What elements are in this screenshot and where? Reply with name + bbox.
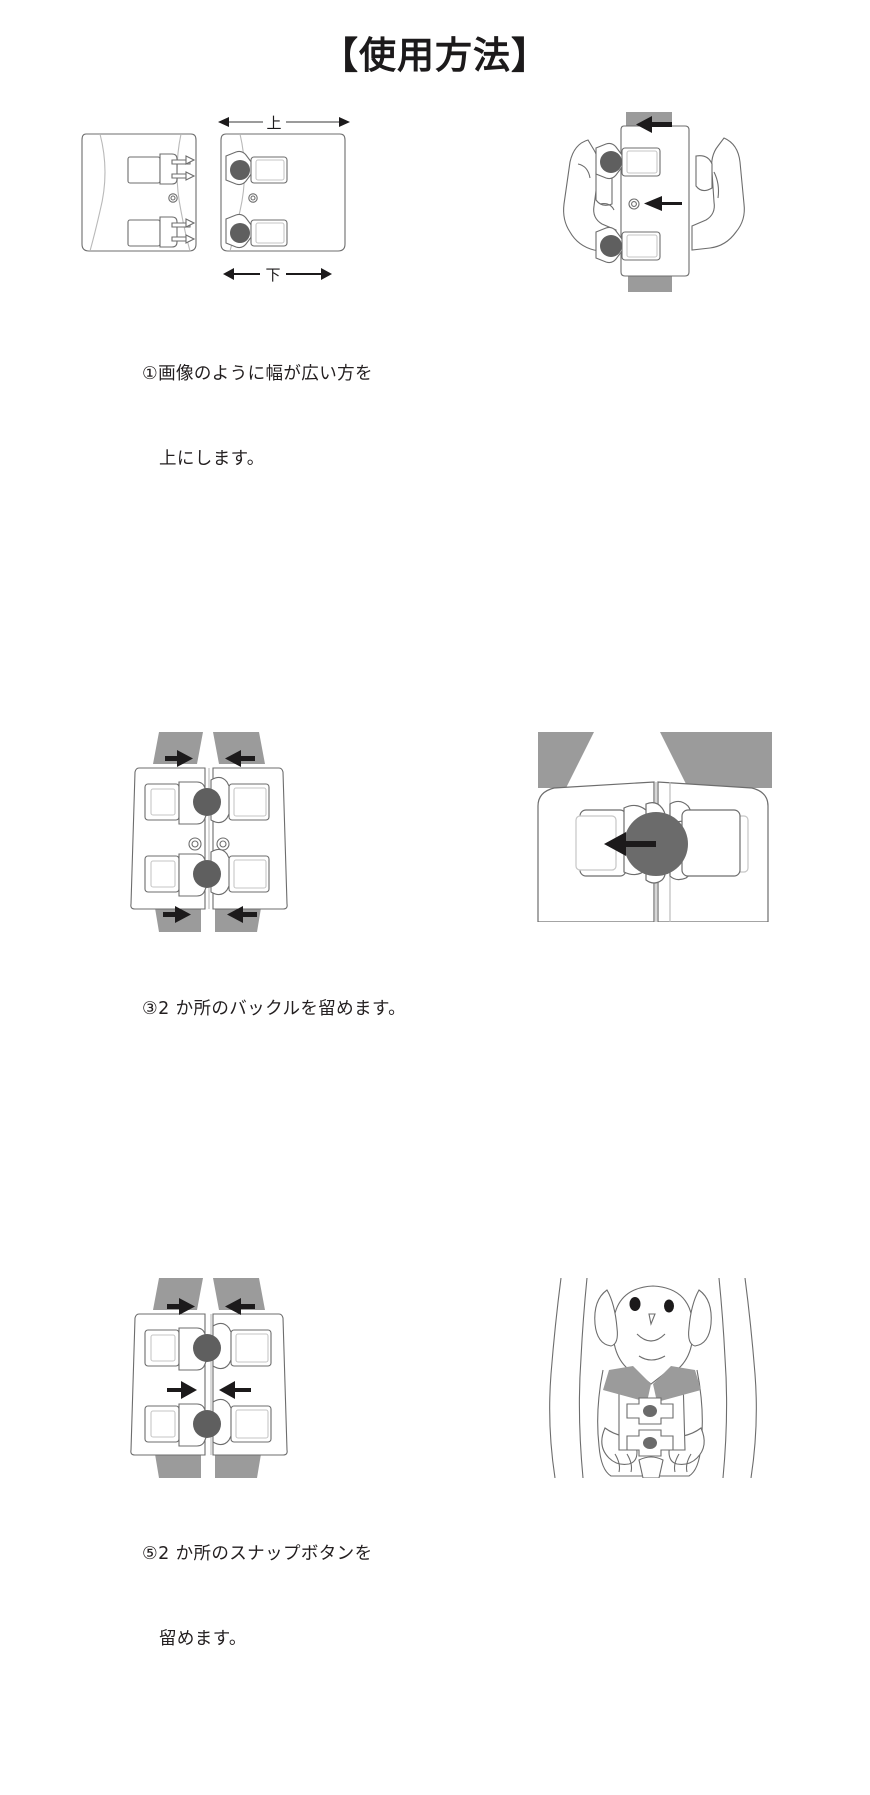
step-3-caption-line-1: ③2 か所のバックルを留めます。 [142,998,407,1019]
snap-button-upper [192,1333,221,1362]
step-1-cell: 上 下 ①画像のように幅が広い方を 上にします。 [0,112,435,700]
arrow-mid-left [643,196,682,211]
eye-right [663,1299,674,1313]
step-4-figure [435,731,870,932]
snap-buttons-fastened-center-svg [129,1277,288,1478]
step-5-caption: ⑤2 か所のスナップボタンを 留めます。 [0,1478,435,1711]
step-2-figure [435,112,870,297]
arrow-top-left [635,116,672,133]
step-2-cell: ②左右の肩ベルトに本品 を巻きつけます。 ※スナップボタンが中央 で向き合うよう… [435,112,870,700]
arrow-bottom-right-inward [226,905,257,923]
step-5-caption-line-1: ⑤2 か所のスナップボタンを [142,1544,373,1565]
step-1-caption-line-2: 上にします。 [159,448,265,469]
step-1-figure: 上 下 [0,112,435,297]
arrow-slide-left [603,831,656,856]
snap-button-upper [599,151,622,173]
buckle-closeup-double-lock-slide-left-svg [536,731,772,922]
child-in-car-seat-with-product-fitted-svg [548,1277,757,1478]
step-3-cell: ③2 か所のバックルを留めます。 [0,731,435,1250]
snap-button-upper [642,1404,657,1417]
snap-button-upper [229,160,250,180]
step-6-figure [435,1277,870,1478]
step-3-figure [0,731,435,932]
instruction-sheet: 【使用方法】 [80,34,772,1649]
arrow-top-left-inward [164,749,193,767]
eye-left [629,1296,640,1311]
step-5-caption-line-2: 留めます。 [159,1629,247,1650]
snap-button-lower [192,859,221,888]
arrow-top-right-inward [224,749,255,767]
dimension-label-top: 上 [266,114,281,132]
step-6-cell: ⑥首元からこぶし１つ分 程空けた位置に固定し てください。 [435,1277,870,1795]
step-6-caption: ⑥首元からこぶし１つ分 程空けた位置に固定し てください。 [435,1478,870,1795]
step-4-cell: ④ダブルロックを向かって 左側に動かしてロック します。 [435,731,870,1250]
steps-row-1: 上 下 ①画像のように幅が広い方を 上にします。 [0,112,870,700]
snap-button-lower [192,1409,221,1438]
two-pads-joined-by-buckles-svg [129,731,288,932]
snap-button-upper [192,787,221,816]
step-5-cell: ⑤2 か所のスナップボタンを 留めます。 [0,1277,435,1795]
step-3-caption: ③2 か所のバックルを留めます。 [0,932,435,1080]
page-title: 【使用方法】 [321,34,549,77]
step-5-figure [0,1277,435,1478]
step-4-caption: ④ダブルロックを向かって 左側に動かしてロック します。 [435,932,870,1250]
snap-button-lower [599,235,622,257]
step-1-caption: ①画像のように幅が広い方を 上にします。 [0,297,435,530]
step-1-caption-line-1: ①画像のように幅が広い方を [142,363,373,384]
step-2-caption: ②左右の肩ベルトに本品 を巻きつけます。 ※スナップボタンが中央 で向き合うよう… [435,297,870,700]
belt-lower-left [154,1453,201,1478]
snap-button-lower [229,223,250,243]
snap-button-lower [642,1436,657,1449]
arrow-bottom-left-inward [162,905,191,923]
belt-right [659,731,772,788]
hands-wrapping-pad-around-shoulder-belt-svg [562,112,745,292]
steps-grid: 上 下 ①画像のように幅が広い方を 上にします。 [0,112,870,1795]
belt-left [537,731,594,788]
steps-row-2: ③2 か所のバックルを留めます。 [0,731,870,1250]
dimension-label-bottom: 下 [265,266,280,284]
steps-row-3: ⑤2 か所のスナップボタンを 留めます。 [0,1277,870,1795]
two-pads-open-with-dimension-labels-svg: 上 下 [80,114,350,284]
belt-lower-right [214,1453,261,1478]
